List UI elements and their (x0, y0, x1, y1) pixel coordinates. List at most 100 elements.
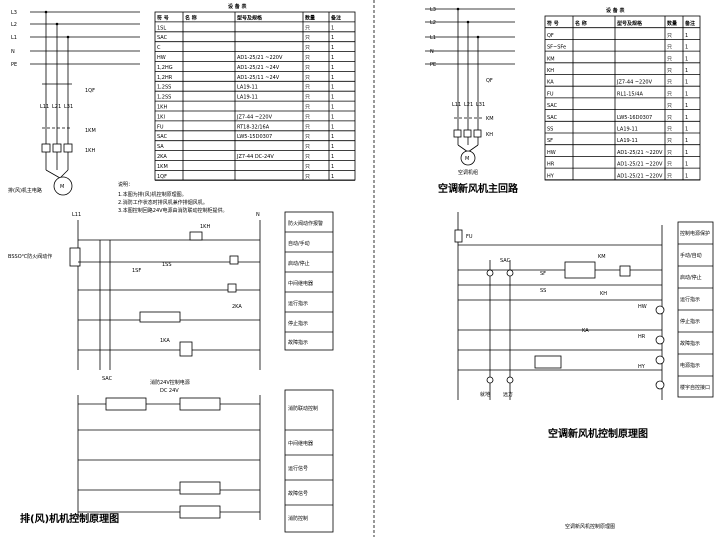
table-cell: 只 (667, 91, 672, 97)
table-cell: 只 (667, 103, 672, 109)
table-cell: 1KM (157, 164, 168, 170)
table-cell: 1 (331, 105, 334, 111)
table-cell: 1 (685, 150, 688, 156)
table-cell: 只 (305, 105, 310, 111)
legend-item: 消防控制 (288, 515, 308, 522)
table-cell: 只 (667, 138, 672, 144)
contact-label: HY (638, 364, 646, 370)
note-item: 2.消防工作状态时排风机兼作排烟风机。 (118, 199, 208, 206)
ctrl-local-label: 就地 (480, 391, 490, 398)
table-cell: 只 (305, 164, 310, 170)
table-cell: JZ7-44 ~220V (236, 114, 273, 120)
table-cell: 1 (331, 55, 334, 61)
table-cell: 1SL (157, 25, 166, 31)
table-cell: C (157, 45, 161, 51)
table-cell: HR (547, 162, 555, 168)
legend-item: 防火阀动作报警 (288, 220, 323, 227)
table-cell: 只 (305, 144, 310, 150)
table-cell: FU (157, 124, 164, 130)
table-cell: 只 (667, 127, 672, 133)
contact-label: 1SF (132, 268, 141, 274)
legend-item: 故障指示 (680, 340, 700, 347)
main-circuit-caption: 排(风)机主电路 (8, 187, 42, 194)
right-main-caption: 空调新风机主回路 (438, 182, 519, 195)
table-cell: HY (547, 173, 555, 179)
table-cell: 只 (667, 68, 672, 74)
table-cell: SAC (157, 134, 168, 140)
legend-item: 故障指示 (288, 339, 308, 346)
kh-label: KH (486, 132, 493, 138)
ctrl-sac-label: SAC (500, 258, 511, 264)
table-cell: 1 (331, 35, 334, 41)
table-cell: 1KI (157, 114, 165, 120)
bus-label: L3 (430, 7, 436, 13)
bus-label: N (430, 49, 434, 55)
table-header-cell: 数量 (667, 20, 677, 27)
contact-label: HW (638, 304, 647, 310)
table-header-cell: 型号及规格 (237, 14, 263, 21)
km-label: KM (486, 116, 494, 122)
table-title: 设 备 表 (606, 7, 625, 14)
fuse-label: L21 (464, 102, 473, 108)
ctrl-n-label: N (256, 212, 260, 218)
right-legend: 控制电源保护 手动/自动 启动/停止 运行指示 停止指示 故障指示 电源指示 楼… (677, 221, 714, 398)
table-cell: 只 (305, 134, 310, 140)
left-legend-2: 消防联动控制 中间继电器 运行信号 故障信号 消防控制 (284, 389, 334, 533)
legend-item: 手动/自动 (680, 252, 702, 259)
table-cell: 1 (331, 134, 334, 140)
table-cell: 1 (331, 164, 334, 170)
fuse-label: L11 (40, 104, 49, 110)
legend-item: 停止指示 (680, 318, 700, 325)
table-cell: AD1-25/21 ~24V (237, 65, 280, 71)
table-cell: 只 (305, 55, 310, 61)
fuse-label: L11 (452, 102, 461, 108)
bus-label: PE (430, 62, 436, 68)
table-cell: 1 (685, 80, 688, 86)
left-legend-1: 防火阀动作报警 自动/手动 启动/停止 中间继电器 运行指示 停止指示 故障指示 (284, 211, 334, 351)
table-cell: 1KH (157, 105, 167, 111)
table-cell: LW5-16D0307 (617, 115, 652, 121)
table-header-cell: 备注 (684, 20, 695, 27)
table-cell: 1 (685, 56, 688, 62)
table-cell: 1 (331, 25, 334, 31)
left-diagram-title: 排(风)机机控制原理图 (20, 512, 119, 525)
table-cell: LA19-11 (617, 138, 638, 144)
table-cell: 1 (331, 65, 334, 71)
right-footer-text: 空调新风机控制原理图 (565, 523, 615, 530)
legend-item: 楼宇自控接口 (680, 384, 710, 391)
left-dc-circuit: 消防24V控制电源 DC 24V (77, 379, 261, 520)
legend-item: 启动/停止 (288, 260, 310, 267)
table-cell: 1 (331, 85, 334, 91)
bus-label: L2 (430, 20, 436, 26)
table-cell: AD1-25/21 ~220V (617, 173, 663, 179)
motor-caption: 空调机组 (458, 169, 478, 176)
table-cell: 只 (667, 115, 672, 121)
table-header-cell: 符 号 (157, 14, 169, 21)
table-cell: 1 (685, 138, 688, 144)
dc-title: 消防24V控制电源 (150, 379, 190, 386)
table-cell: 1 (331, 95, 334, 101)
km-label: 1KM (85, 128, 96, 134)
contact-label: HR (638, 334, 646, 340)
table-cell: 只 (305, 154, 310, 160)
contact-label: 1KA (160, 338, 170, 344)
dc-voltage: DC 24V (160, 388, 179, 394)
ctrl-sac-label: SAC (102, 376, 113, 382)
right-main-circuit: L3 L2 L1 N PE QF L11 L21 L31 KM KH M 空调机… (425, 7, 519, 195)
table-cell: 只 (305, 85, 310, 91)
bus-label: PE (11, 62, 17, 68)
table-cell: 1 (331, 124, 334, 130)
table-cell: 1,2SS (157, 85, 171, 91)
table-cell: 只 (305, 124, 310, 130)
table-cell: SAC (547, 115, 558, 121)
qf-label: 1QF (85, 88, 95, 94)
table-cell: 1 (685, 68, 688, 74)
note-item: 3.本图控制回路24V电源由消防联动控制柜提供。 (118, 207, 228, 214)
legend-item: 控制电源保护 (680, 230, 710, 237)
contact-label: 1SS (162, 262, 172, 268)
table-cell: KH (547, 68, 554, 74)
table-header-cell: 名 称 (185, 14, 197, 21)
table-cell: SS (547, 127, 553, 133)
